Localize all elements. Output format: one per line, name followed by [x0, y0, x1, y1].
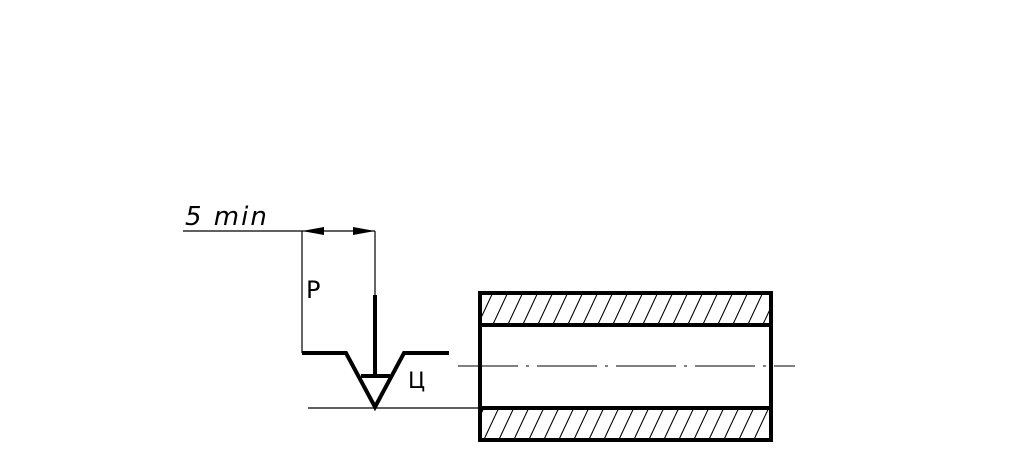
- arrow-right: [353, 227, 375, 235]
- pipe-section: [478, 291, 773, 442]
- wall-top-hatch: [480, 293, 771, 325]
- wall-bottom-hatch: [480, 408, 771, 440]
- symbol-letter-side: Ц: [408, 369, 425, 394]
- arrow-left: [302, 227, 324, 235]
- groove-profile: [302, 351, 449, 412]
- groove-symbol: [302, 295, 449, 412]
- dimension-annotation: 5 min: [183, 202, 376, 353]
- dimension-label: 5 min: [185, 202, 269, 232]
- pipe-outline: [478, 291, 773, 442]
- symbol-letter-top: Р: [306, 276, 320, 304]
